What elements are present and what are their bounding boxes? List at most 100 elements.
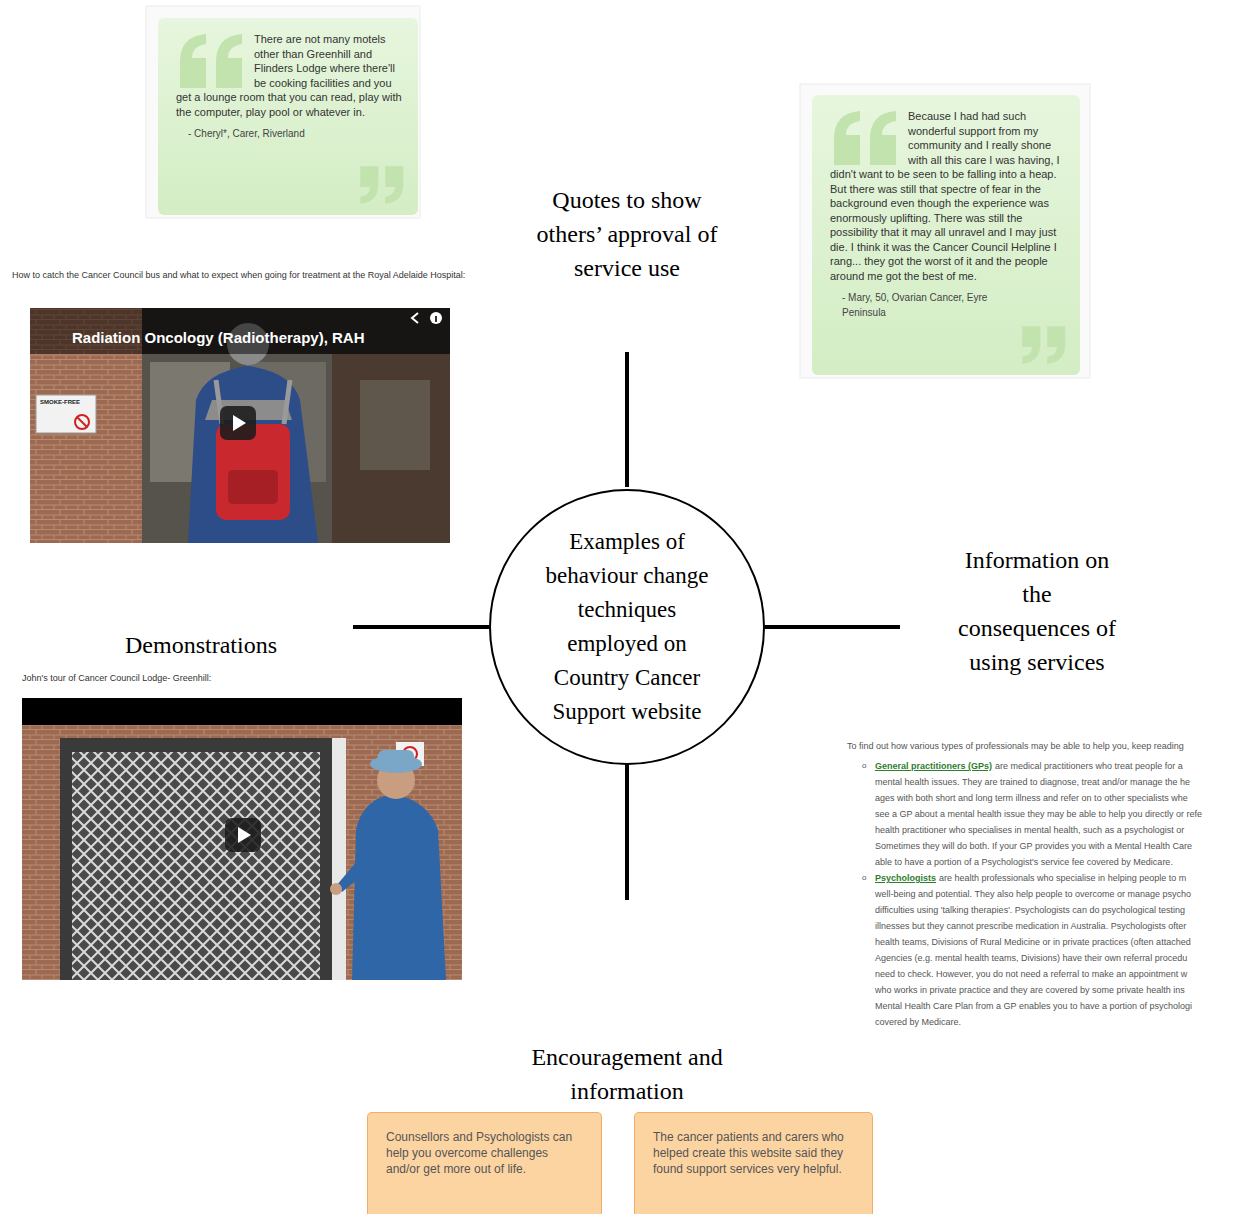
quote-mark — [1014, 323, 1068, 367]
video-caption: John's tour of Cancer Council Lodge- Gre… — [22, 673, 211, 683]
encouragement-box: The cancer patients and carers who helpe… — [634, 1112, 873, 1214]
panel-text-wrap: are medical practitioners who treat peop… — [995, 760, 1183, 772]
video-frame-part — [30, 308, 450, 543]
sign-text: SMOKE-FREE — [40, 399, 80, 405]
video-frame — [30, 308, 450, 543]
quote-mark-part — [1022, 326, 1040, 363]
panel-text: illnesses but they cannot prescribe medi… — [875, 921, 1186, 931]
quote-mark-part — [216, 34, 242, 88]
encouragement-box: Counsellors and Psychologists can help y… — [367, 1112, 602, 1214]
panel-text: are medical practitioners who treat peop… — [995, 761, 1183, 771]
category-label: Demonstrations — [125, 632, 277, 658]
video-frame-part — [330, 883, 342, 895]
video-frame-part — [188, 366, 318, 543]
panel-text-wrap: able to have a portion of a Psychologist… — [875, 856, 1173, 868]
spoke-lines-part — [625, 352, 629, 487]
circle-text: Examples of behaviour change techniques … — [537, 525, 717, 729]
video-frame-part — [220, 406, 256, 440]
encouragement-text: The cancer patients and carers who helpe… — [653, 1129, 856, 1177]
video-frame-part — [30, 308, 450, 354]
panel-text-wrap: difficulties using 'talking therapies'. … — [875, 904, 1185, 916]
panel-text: well-being and potential. They also help… — [875, 889, 1191, 899]
panel-text-wrap: To find out how various types of profess… — [847, 740, 1184, 752]
video-frame-part — [228, 470, 278, 504]
panel-text: To find out how various types of profess… — [847, 741, 1184, 751]
quote-mark-part — [870, 111, 896, 165]
quote-box: Because I had had such wonderful support… — [812, 95, 1080, 375]
quote-mark-close — [1014, 323, 1068, 367]
panel-text: health teams, Divisions of Rural Medicin… — [875, 937, 1191, 947]
video-frame-part — [435, 316, 437, 322]
panel-text-wrap: Agencies (e.g. mental health teams, Divi… — [875, 952, 1187, 964]
video-frame-part — [430, 312, 442, 324]
panel-text-wrap: health teams, Divisions of Rural Medicin… — [875, 936, 1191, 948]
quote-mark-open — [176, 32, 254, 90]
panel-text: see a GP about a mental health issue the… — [875, 809, 1202, 819]
quote-mark-part — [1047, 326, 1065, 363]
video-frame — [22, 698, 462, 980]
quote-text: Because I had had such wonderful support… — [830, 109, 1064, 283]
panel-text-wrap: mental health issues. They are trained t… — [875, 776, 1190, 788]
panel-text: covered by Medicare. — [875, 1017, 961, 1027]
quote-mark — [352, 163, 406, 207]
sign-text-wrap: SMOKE-FREE — [40, 399, 80, 405]
video-frame-part — [238, 827, 251, 843]
panel-text-wrap: Mental Health Care Plan from a GP enable… — [875, 1000, 1192, 1012]
panel-text: ages with both short and long term illne… — [875, 793, 1188, 803]
link-text: Psychologists — [875, 873, 936, 883]
video-frame-part — [412, 313, 418, 323]
category-label: Information on the consequences of using… — [958, 547, 1116, 675]
category-label-wrap: Information on the consequences of using… — [957, 543, 1117, 679]
quote-mark-open — [830, 109, 908, 167]
video-frame-part — [378, 750, 414, 764]
panel-text: Sometimes they will do both. If your GP … — [875, 841, 1192, 851]
video-frame-part — [22, 698, 462, 725]
quote-mark-part — [834, 111, 860, 165]
panel-text-wrap: Sometimes they will do both. If your GP … — [875, 840, 1192, 852]
category-label-wrap: Encouragement and information — [527, 1040, 727, 1108]
quote-mark — [176, 32, 254, 90]
quote-text: There are not many motels other than Gre… — [176, 32, 402, 119]
link-text-wrap: Psychologists — [875, 872, 936, 884]
list-bullet: o — [862, 873, 866, 882]
panel-text-wrap: ages with both short and long term illne… — [875, 792, 1188, 804]
video-frame-part — [233, 415, 246, 431]
panel-text-wrap: covered by Medicare. — [875, 1016, 961, 1028]
quote-attribution: - Mary, 50, Ovarian Cancer, Eyre Peninsu… — [842, 291, 994, 320]
screenshot-frame — [800, 84, 1090, 378]
quote-mark — [830, 109, 908, 167]
panel-text-wrap: health practitioner who specialises in m… — [875, 824, 1184, 836]
center-circle: Examples of behaviour change techniques … — [489, 489, 765, 765]
quote-mark-close — [352, 163, 406, 207]
quote-mark-part — [360, 166, 378, 203]
video-caption-wrap: John's tour of Cancer Council Lodge- Gre… — [22, 673, 211, 683]
video-frame-part — [77, 417, 87, 427]
panel-text-wrap: are health professionals who specialise … — [939, 872, 1186, 884]
panel-text-wrap: who works in private practice and they a… — [875, 984, 1185, 996]
video-frame-part — [142, 354, 332, 543]
video-frame-part — [22, 698, 462, 980]
spoke-lines-part — [765, 625, 900, 629]
panel-text-wrap: illnesses but they cannot prescribe medi… — [875, 920, 1186, 932]
category-label-wrap: Demonstrations — [125, 628, 277, 662]
category-label-wrap: Quotes to show others’ approval of servi… — [527, 183, 727, 285]
link-text-wrap: General practitioners (GPs) — [875, 760, 992, 772]
panel-text: mental health issues. They are trained t… — [875, 777, 1190, 787]
spoke-lines-part — [625, 763, 629, 900]
panel-text: difficulties using 'talking therapies'. … — [875, 905, 1185, 915]
video-frame-part — [225, 818, 261, 852]
panel-text: health practitioner who specialises in m… — [875, 825, 1184, 835]
video-caption: How to catch the Cancer Council bus and … — [12, 270, 465, 280]
panel-text: need to check. However, you do not need … — [875, 969, 1187, 979]
quote-mark-part — [385, 166, 403, 203]
video-frame-part — [332, 738, 346, 980]
category-label: Encouragement and information — [531, 1044, 722, 1104]
list-bullet-wrap: o — [862, 760, 866, 772]
encouragement-text: Counsellors and Psychologists can help y… — [386, 1129, 585, 1177]
panel-text: who works in private practice and they a… — [875, 985, 1185, 995]
quote-attribution: - Cheryl*, Carer, Riverland — [188, 127, 332, 142]
video-title: Radiation Oncology (Radiotherapy), RAH — [72, 329, 365, 346]
link-text: General practitioners (GPs) — [875, 761, 992, 771]
video-frame-part — [60, 738, 332, 980]
